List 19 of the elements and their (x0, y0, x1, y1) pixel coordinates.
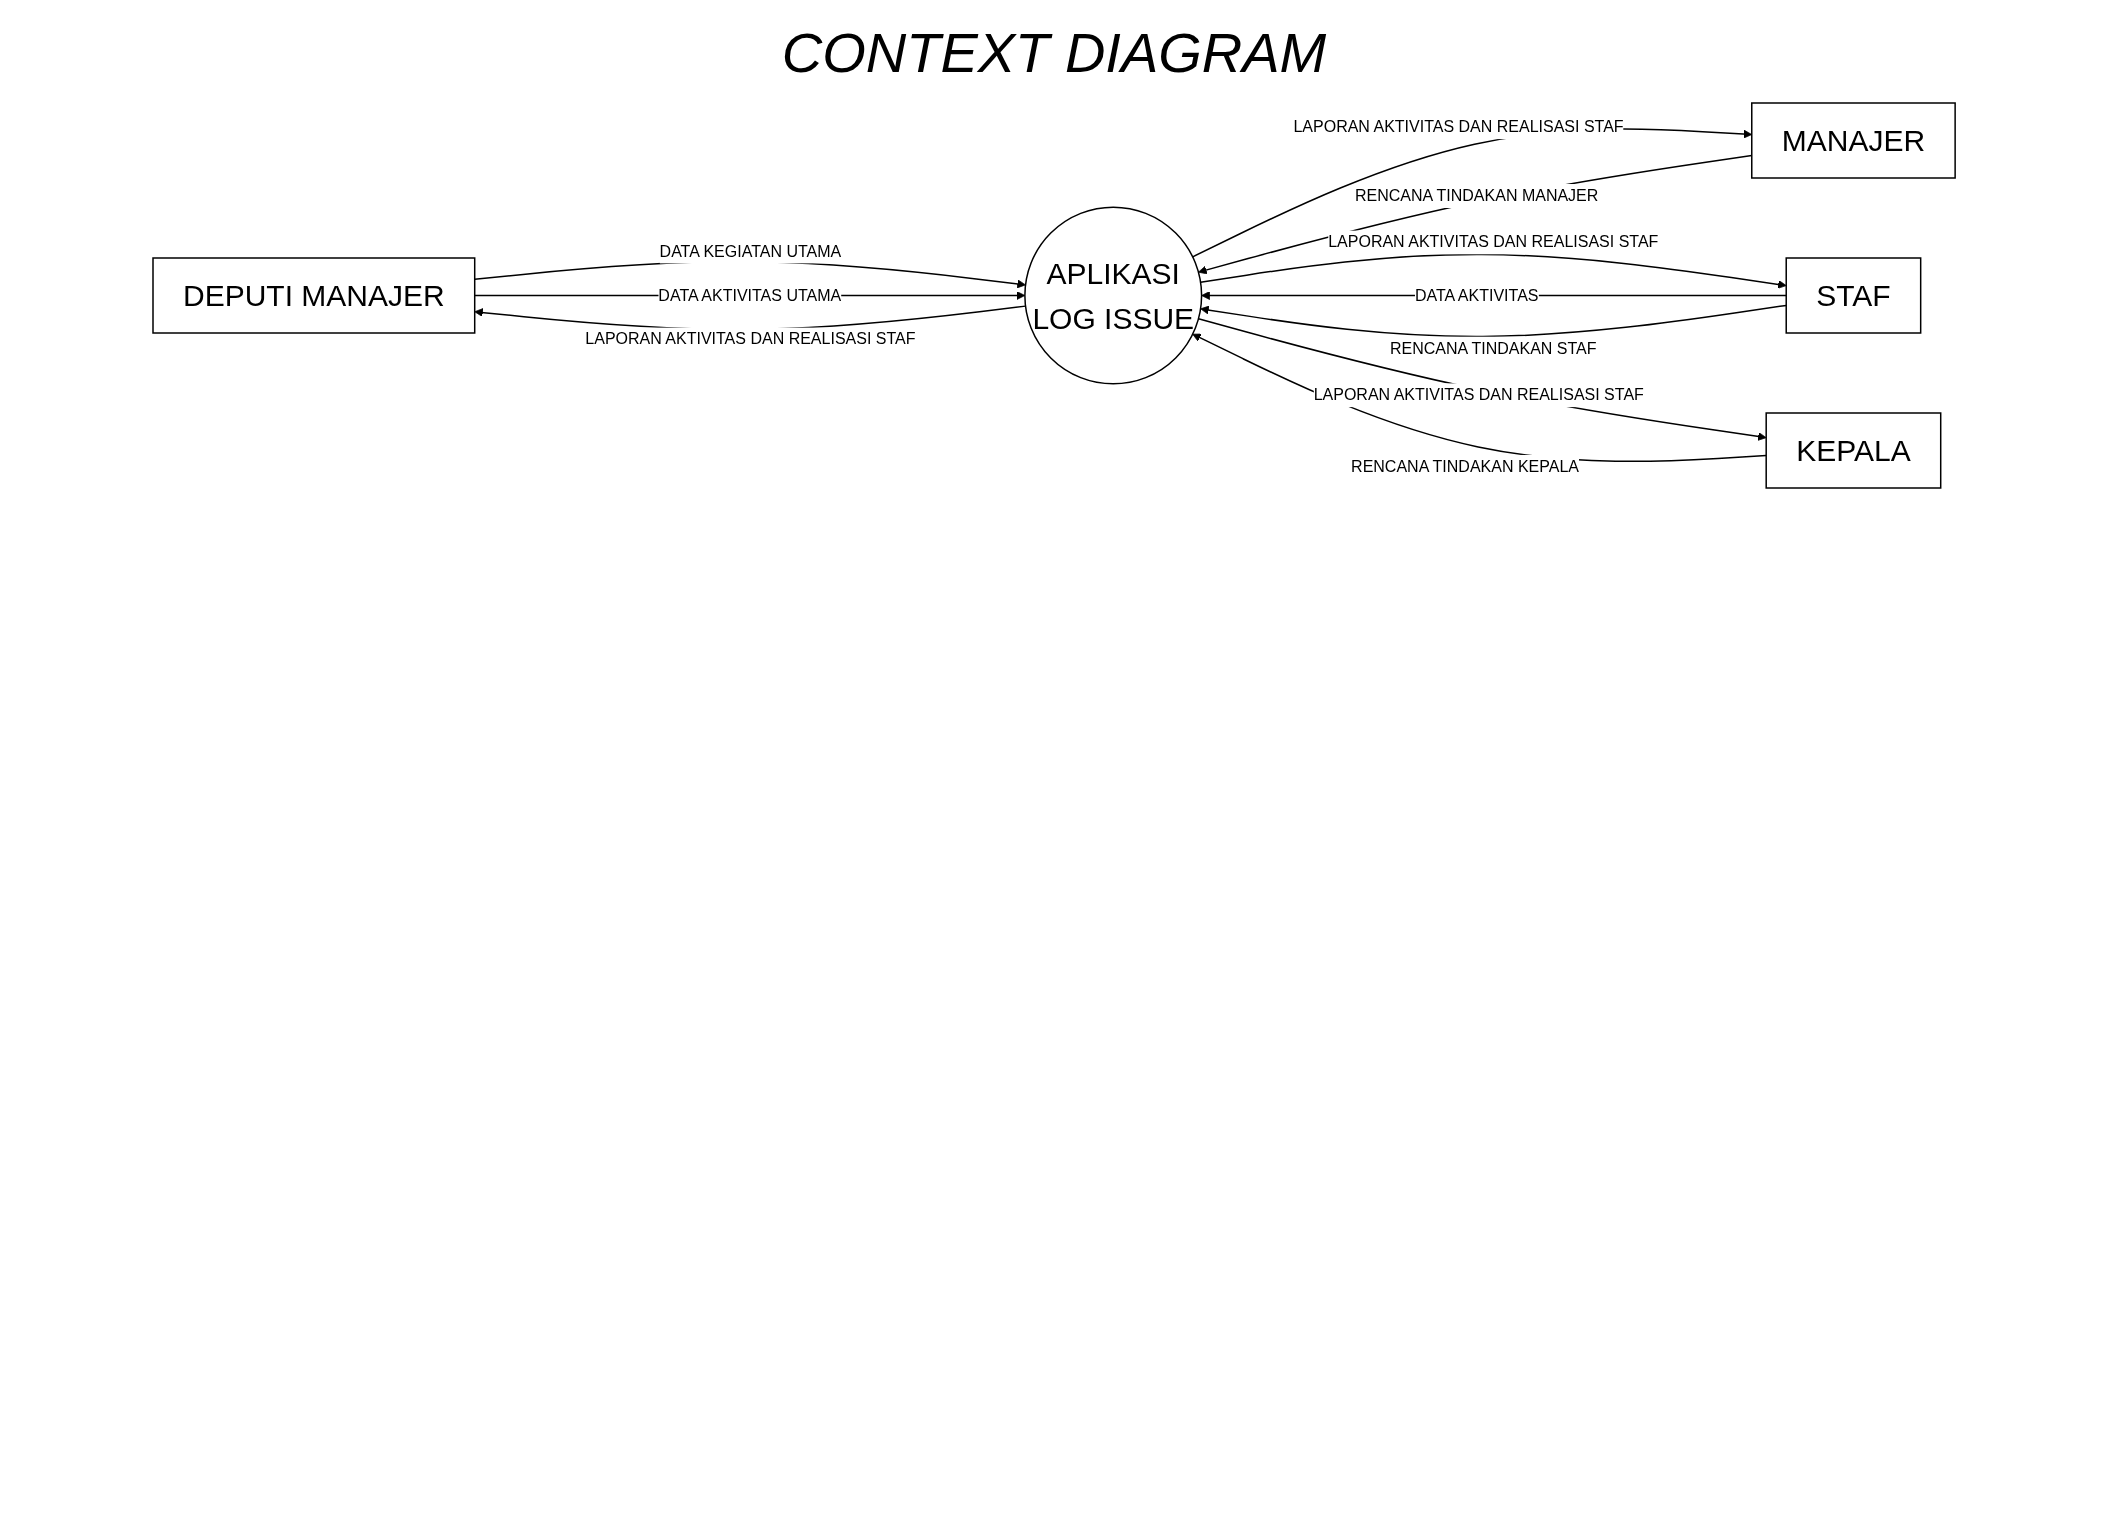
edge-label: RENCANA TINDAKAN MANAJER (1354, 187, 1599, 204)
edge-label: DATA AKTIVITAS (1414, 286, 1539, 304)
arrow (1197, 318, 1767, 441)
edge-label: LAPORAN AKTIVITAS DAN REALISASI STAF (585, 330, 916, 348)
node-box: DEPUTI MANAJER (152, 257, 476, 334)
diagram-title: CONTEXT DIAGRAM (780, 20, 1328, 85)
arrow (1192, 333, 1767, 463)
edge-label: LAPORAN AKTIVITAS DAN REALISASI STAF (1293, 118, 1624, 136)
edge-label: DATA KEGIATAN UTAMA (659, 242, 842, 260)
node-box: MANAJER (1750, 102, 1956, 179)
node-box: KEPALA (1765, 412, 1942, 489)
edge-label: LAPORAN AKTIVITAS DAN REALISASI STAF (1313, 386, 1644, 404)
edge-label: RENCANA TINDAKAN STAF (1389, 339, 1597, 357)
arrow (1200, 304, 1787, 338)
edge-label: DATA AKTIVITAS UTAMA (658, 286, 842, 304)
node-box: STAF (1785, 257, 1922, 334)
edge-label: RENCANA TINDAKAN KEPALA (1351, 457, 1579, 475)
edge-label: LAPORAN AKTIVITAS DAN REALISASI STAF (1328, 233, 1659, 251)
node-circle: APLIKASI LOG ISSUE (1024, 206, 1203, 385)
